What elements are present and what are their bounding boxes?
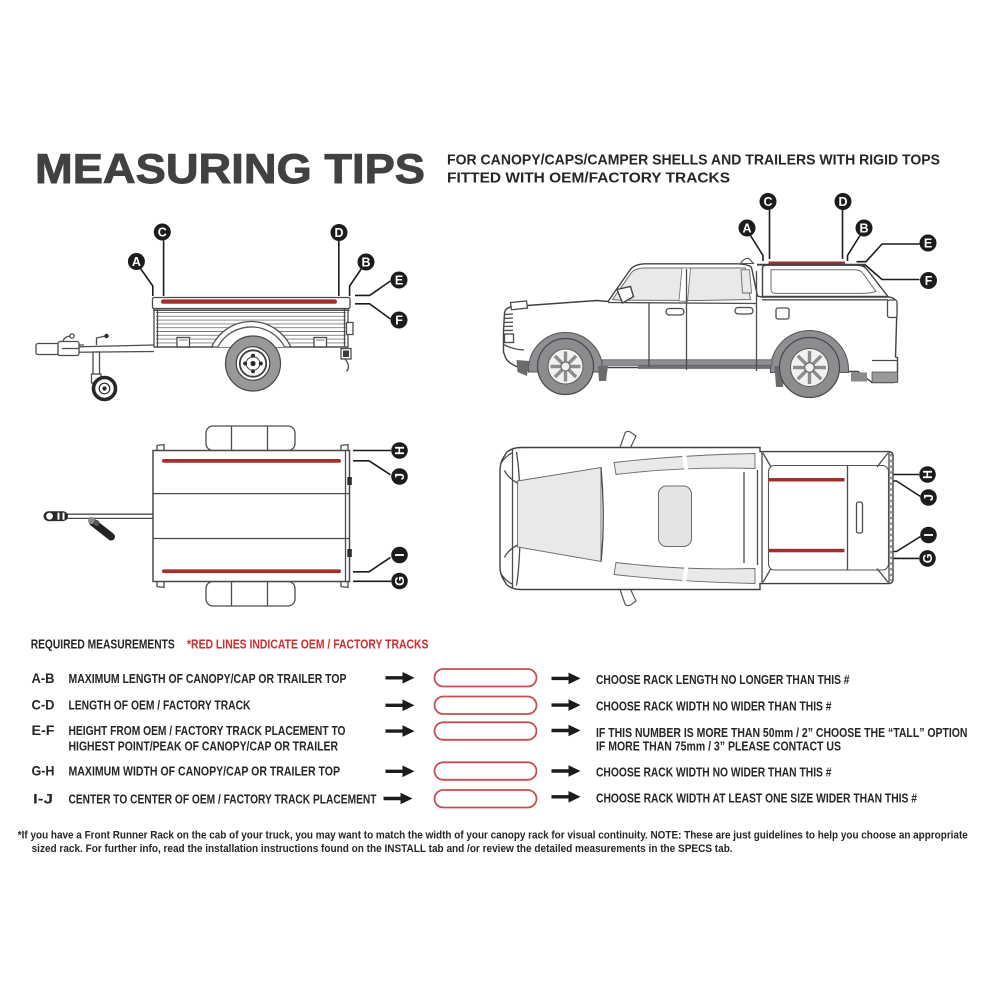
svg-text:FOR CANOPY/CAPS/CAMPER SHELLS: FOR CANOPY/CAPS/CAMPER SHELLS AND TRAILE…: [447, 152, 940, 169]
svg-text:*If you have a Front Runner Ra: *If you have a Front Runner Rack on the …: [18, 830, 968, 842]
svg-text:D: D: [334, 226, 343, 240]
svg-text:D: D: [838, 195, 847, 209]
svg-text:C: C: [158, 225, 167, 239]
svg-text:G: G: [393, 576, 407, 586]
svg-text:F: F: [395, 313, 403, 327]
svg-text:E-F: E-F: [32, 723, 55, 738]
svg-text:G: G: [921, 554, 935, 564]
svg-text:CHOOSE RACK WIDTH AT LEAST ONE: CHOOSE RACK WIDTH AT LEAST ONE SIZE WIDE…: [596, 790, 918, 805]
svg-text:J: J: [922, 494, 936, 501]
svg-text:REQUIRED MEASUREMENTS: REQUIRED MEASUREMENTS: [31, 637, 175, 652]
svg-text:C-D: C-D: [32, 697, 55, 712]
svg-text:C: C: [763, 195, 772, 209]
svg-text:FITTED WITH OEM/FACTORY TRACKS: FITTED WITH OEM/FACTORY TRACKS: [447, 170, 730, 187]
svg-text:CHOOSE RACK WIDTH NO WIDER THA: CHOOSE RACK WIDTH NO WIDER THAN THIS #: [596, 699, 832, 714]
svg-text:CHOOSE RACK WIDTH NO WIDER THA: CHOOSE RACK WIDTH NO WIDER THAN THIS #: [596, 765, 832, 780]
svg-text:CENTER TO CENTER OF OEM / FACT: CENTER TO CENTER OF OEM / FACTORY TRACK …: [69, 791, 377, 806]
svg-text:I-J: I-J: [33, 791, 53, 806]
svg-text:I: I: [922, 533, 936, 536]
svg-text:A: A: [132, 255, 141, 269]
svg-text:IF MORE THAN 75mm / 3” PLEASE: IF MORE THAN 75mm / 3” PLEASE CONTACT US: [596, 738, 841, 753]
svg-text:sized rack. For further info,: sized rack. For further info, read the i…: [32, 843, 733, 855]
svg-text:CHOOSE RACK LENGTH NO LONGER T: CHOOSE RACK LENGTH NO LONGER THAN THIS #: [596, 672, 850, 687]
svg-text:A-B: A-B: [32, 671, 55, 686]
svg-text:MAXIMUM LENGTH OF CANOPY/CAP: MAXIMUM LENGTH OF CANOPY/CAP OR TRAILER …: [69, 671, 347, 686]
svg-text:G-H: G-H: [32, 764, 55, 779]
svg-text:B: B: [361, 255, 370, 269]
svg-text:A: A: [742, 221, 751, 235]
svg-text:HIGHEST POINT/PEAK OF CANOPY/C: HIGHEST POINT/PEAK OF CANOPY/CAP OR TRAI…: [69, 739, 339, 754]
svg-text:MEASURING TIPS: MEASURING TIPS: [35, 145, 425, 192]
svg-text:IF THIS NUMBER IS MORE THAN 50: IF THIS NUMBER IS MORE THAN 50mm / 2” CH…: [596, 725, 968, 740]
svg-text:H: H: [921, 470, 935, 479]
svg-text:J: J: [393, 473, 407, 480]
svg-text:H: H: [393, 446, 407, 455]
svg-text:*RED LINES INDICATE OEM / FACT: *RED LINES INDICATE OEM / FACTORY TRACKS: [187, 637, 429, 652]
svg-text:B: B: [859, 221, 868, 235]
svg-text:E: E: [924, 236, 932, 250]
svg-text:MAXIMUM WIDTH OF CANOPY/CAP O: MAXIMUM WIDTH OF CANOPY/CAP OR TRAILER T…: [69, 764, 341, 779]
svg-text:LENGTH OF OEM / FACTORY TRACK: LENGTH OF OEM / FACTORY TRACK: [69, 697, 251, 712]
svg-text:HEIGHT FROM OEM / FACTORY TRAC: HEIGHT FROM OEM / FACTORY TRACK PLACEMEN…: [69, 723, 346, 738]
svg-text:E: E: [395, 273, 403, 287]
svg-text:I: I: [393, 553, 407, 556]
svg-text:F: F: [925, 274, 933, 288]
